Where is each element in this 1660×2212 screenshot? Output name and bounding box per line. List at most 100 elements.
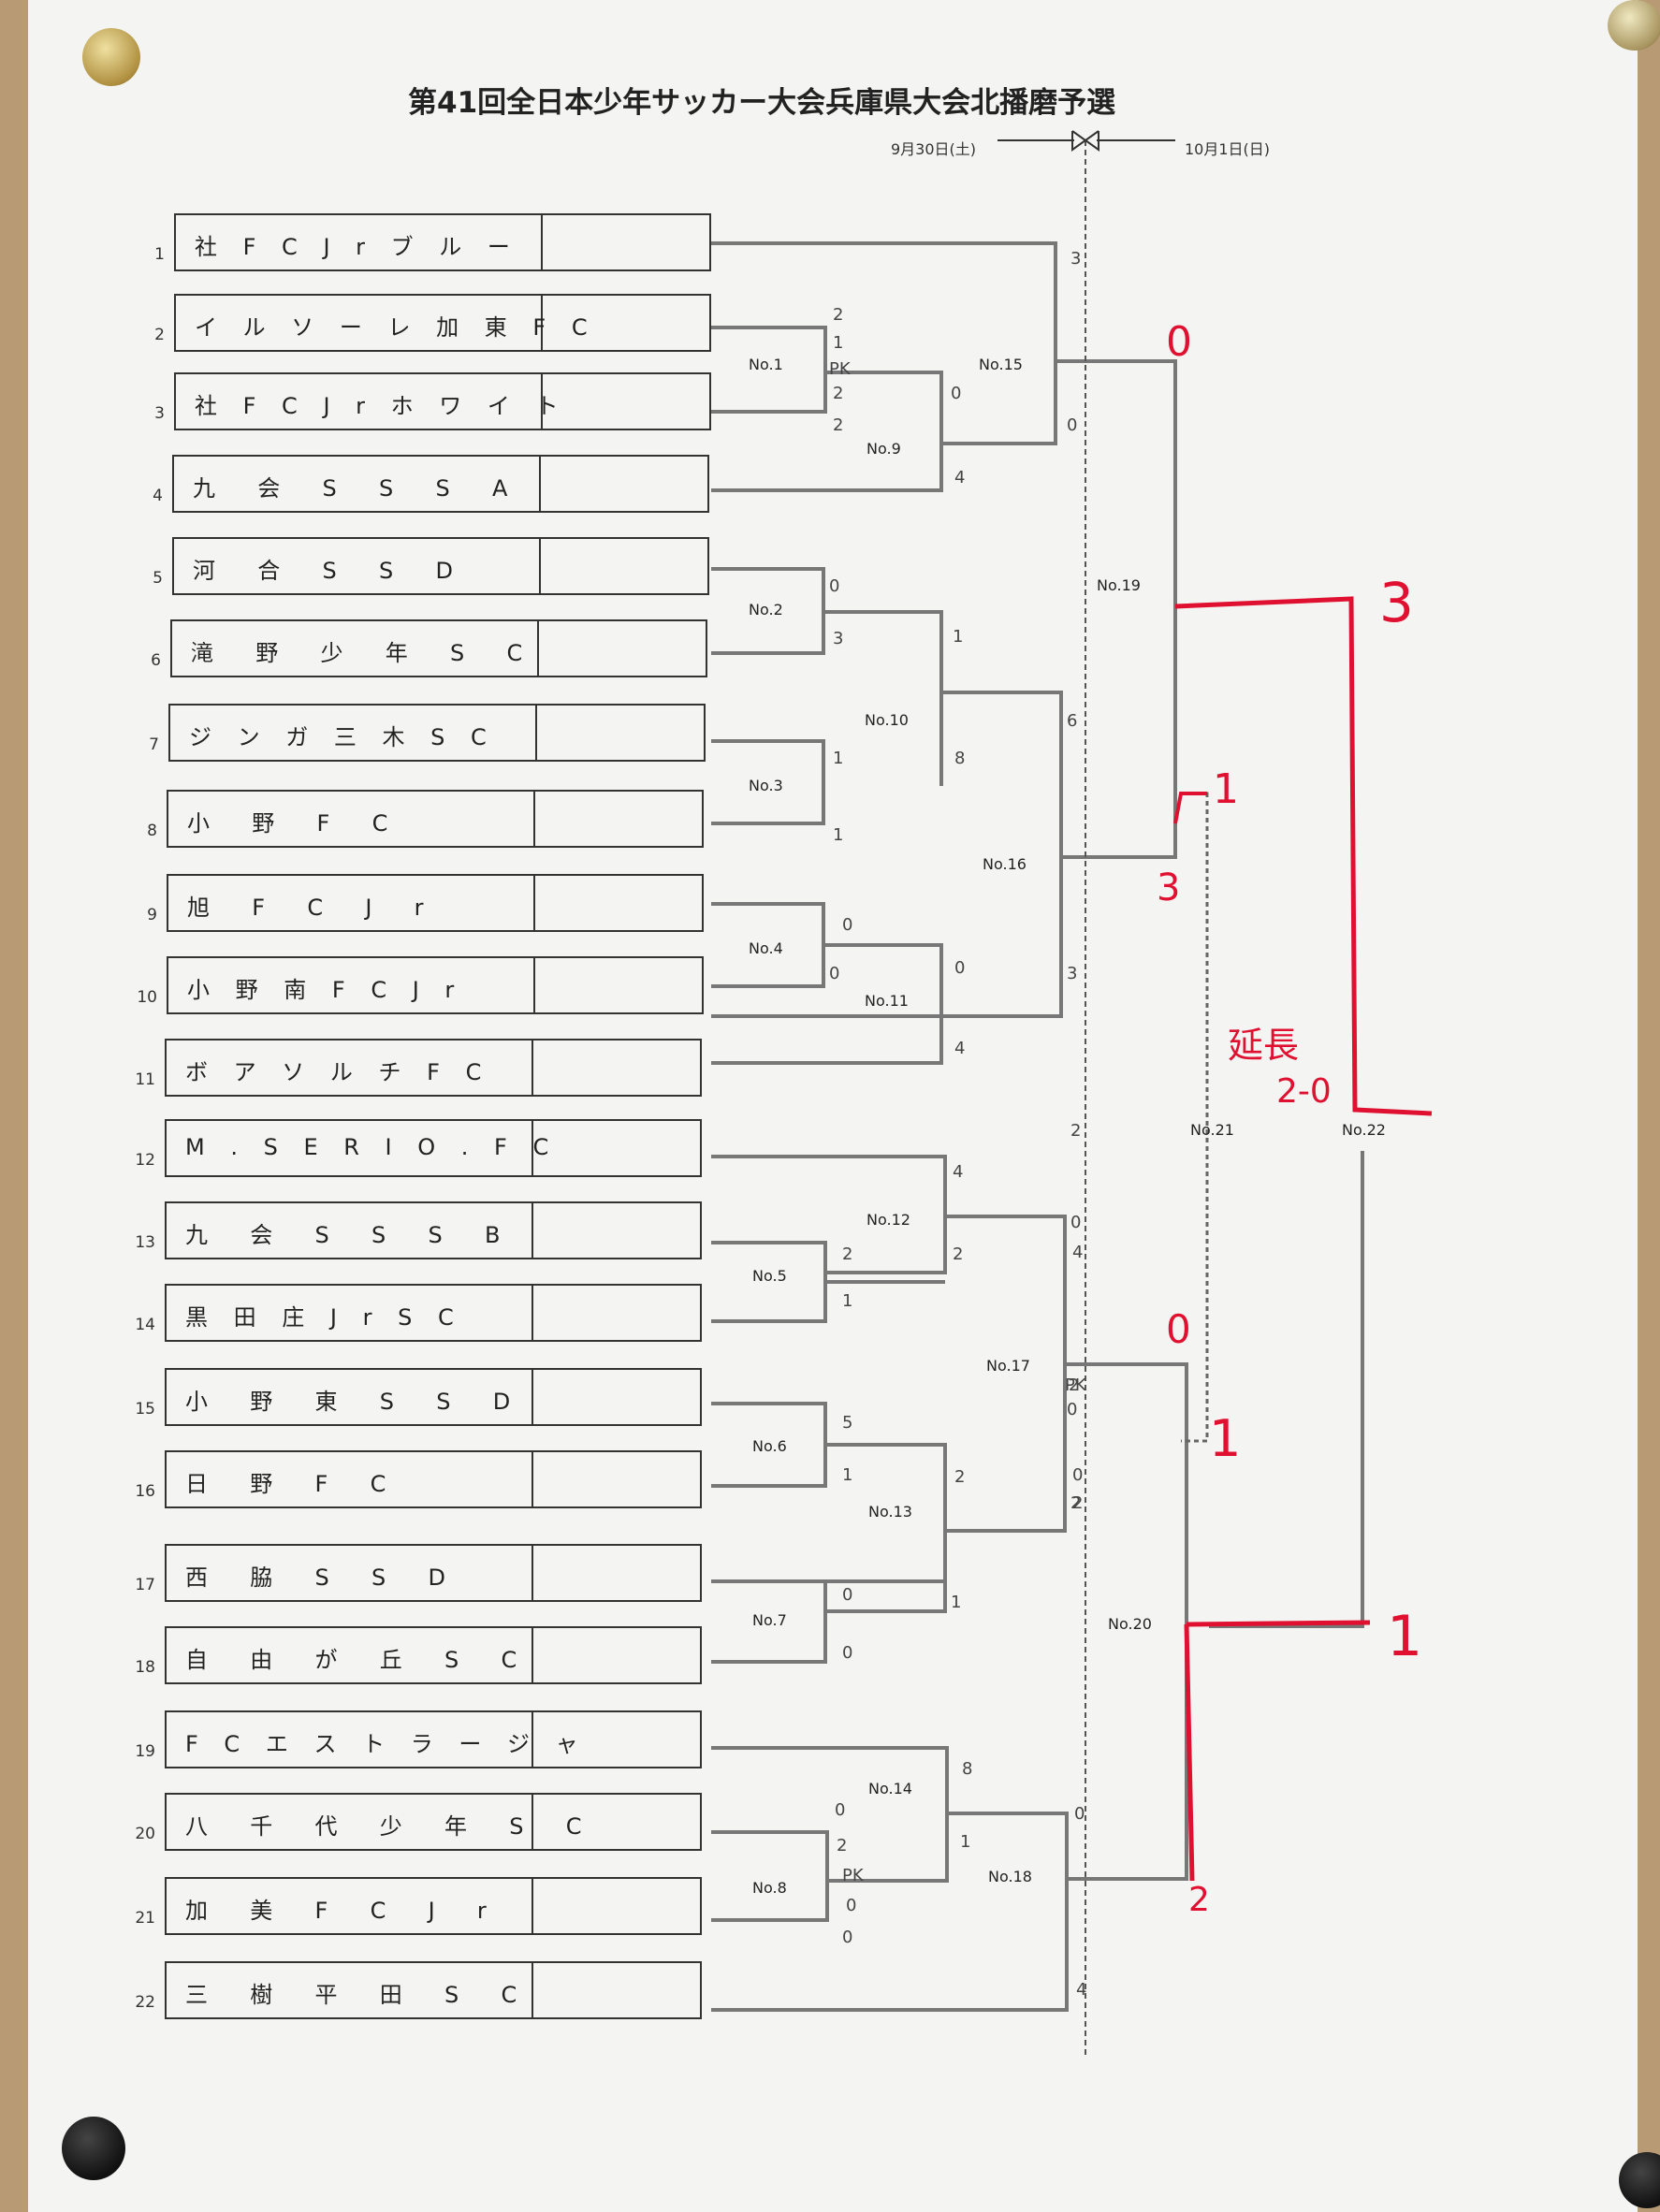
team-number: 6 bbox=[151, 651, 161, 670]
match-label: No.19 bbox=[1097, 576, 1141, 594]
date-day2: 10月1日(日) bbox=[1185, 140, 1271, 158]
team-number: 11 bbox=[135, 1070, 155, 1089]
score: 0 bbox=[954, 958, 966, 978]
bracket-line bbox=[711, 326, 827, 414]
score: 0 bbox=[1067, 415, 1078, 435]
match-label: No.16 bbox=[983, 855, 1027, 873]
team-number: 12 bbox=[135, 1151, 155, 1170]
handwritten-note: 1 bbox=[1213, 765, 1239, 813]
team-box-divider bbox=[531, 1041, 533, 1095]
score: 2 bbox=[833, 305, 844, 325]
team-box-divider bbox=[531, 1203, 533, 1258]
score: 0 bbox=[951, 384, 962, 403]
bracket-line bbox=[711, 241, 1057, 445]
team-box-divider bbox=[531, 1452, 533, 1506]
match-label: No.12 bbox=[866, 1211, 910, 1229]
match-label: No.10 bbox=[865, 711, 909, 729]
team-number: 17 bbox=[135, 1576, 155, 1594]
bracket-line bbox=[945, 1215, 1067, 1533]
bracket-line bbox=[1065, 1362, 1188, 1881]
team-box: 河 合 S S D bbox=[172, 537, 709, 595]
match-label: No.5 bbox=[752, 1267, 787, 1285]
match-label: No.11 bbox=[865, 992, 909, 1010]
team-name: 九 会 S S S B bbox=[185, 1222, 510, 1248]
score: 1 bbox=[842, 1465, 853, 1485]
red-winner-line bbox=[1184, 1623, 1195, 1882]
score: 8 bbox=[954, 749, 966, 768]
match-label: No.17 bbox=[986, 1357, 1030, 1375]
team-box-divider bbox=[531, 1963, 533, 2017]
bracket-line bbox=[1209, 1151, 1364, 1628]
pushpin-icon bbox=[82, 28, 140, 86]
team-box: 小 野 南 F C J r bbox=[167, 956, 704, 1014]
team-name: 小 野 F C bbox=[187, 810, 398, 837]
score: 0 bbox=[842, 915, 853, 935]
team-number: 5 bbox=[153, 569, 163, 588]
team-box-divider bbox=[531, 1286, 533, 1340]
team-name: 黒 田 庄 J r S C bbox=[185, 1304, 463, 1331]
sheet-title: 第41回全日本少年サッカー大会兵庫県大会北播磨予選 bbox=[408, 86, 1116, 120]
team-box-divider bbox=[531, 1546, 533, 1600]
team-number: 18 bbox=[135, 1658, 155, 1677]
arrow-left-icon bbox=[1071, 130, 1087, 152]
team-number: 21 bbox=[135, 1909, 155, 1928]
handwritten-note: 3 bbox=[1157, 866, 1181, 910]
score: PK bbox=[829, 359, 851, 379]
team-box: 自 由 が 丘 S C bbox=[165, 1626, 702, 1684]
team-number: 22 bbox=[135, 1993, 155, 2012]
bracket-line bbox=[825, 1157, 947, 1274]
date-day1: 9月30日(土) bbox=[891, 140, 977, 158]
team-number: 2 bbox=[154, 326, 165, 344]
team-box-divider bbox=[541, 296, 543, 350]
team-number: 9 bbox=[147, 906, 157, 924]
team-name: ジ ン ガ 三 木 S C bbox=[189, 724, 496, 750]
tournament-sheet bbox=[28, 0, 1660, 2212]
team-name: 日 野 F C bbox=[185, 1471, 396, 1497]
team-box: 黒 田 庄 J r S C bbox=[165, 1284, 702, 1342]
score: 1 bbox=[842, 1291, 853, 1311]
score: 0 bbox=[1072, 1465, 1084, 1485]
team-box-divider bbox=[533, 876, 535, 930]
team-box: F C エ ス ト ラ ー ジ ャ bbox=[165, 1710, 702, 1768]
team-name: 九 会 S S S A bbox=[193, 475, 517, 502]
score: 2 bbox=[1070, 1121, 1082, 1141]
handwritten-note: 2 bbox=[1188, 1881, 1210, 1919]
score: 4 bbox=[1072, 1243, 1084, 1262]
team-number: 15 bbox=[135, 1400, 155, 1419]
team-number: 4 bbox=[153, 487, 163, 505]
score: 1 bbox=[833, 749, 844, 768]
match-label: No.9 bbox=[866, 440, 901, 458]
team-box: 日 野 F C bbox=[165, 1450, 702, 1508]
bracket-line bbox=[825, 1443, 947, 1613]
match-label: No.13 bbox=[868, 1503, 912, 1521]
handwritten-note: 3 bbox=[1379, 571, 1414, 634]
match-label: No.4 bbox=[749, 939, 783, 957]
pushpin-icon bbox=[1608, 0, 1660, 51]
score: 4 bbox=[953, 1162, 964, 1182]
match-label: No.20 bbox=[1108, 1615, 1152, 1633]
bracket-line bbox=[711, 1155, 947, 1198]
team-box-divider bbox=[541, 374, 543, 429]
team-box: 三 樹 平 田 S C bbox=[165, 1961, 702, 2019]
team-name: 河 合 S S D bbox=[193, 558, 462, 584]
score: 1 bbox=[953, 627, 964, 647]
team-box: 九 会 S S S A bbox=[172, 455, 709, 513]
score: 2 bbox=[953, 1244, 964, 1264]
match-label: No.22 bbox=[1342, 1121, 1386, 1139]
team-number: 1 bbox=[154, 245, 165, 264]
score: 0 bbox=[1070, 1213, 1082, 1232]
team-number: 14 bbox=[135, 1316, 155, 1334]
team-name: 三 樹 平 田 S C bbox=[185, 1982, 527, 2008]
team-box: イ ル ソ ー レ 加 東 F C bbox=[174, 294, 711, 352]
team-name: イ ル ソ ー レ 加 東 F C bbox=[195, 314, 597, 341]
score: 0 bbox=[1067, 1400, 1078, 1419]
team-box-divider bbox=[531, 1712, 533, 1767]
team-number: 19 bbox=[135, 1742, 155, 1761]
team-name: M . S E R I O . F C bbox=[185, 1134, 559, 1160]
team-name: 八 千 代 少 年 S C bbox=[185, 1813, 591, 1840]
score: 4 bbox=[954, 1039, 966, 1058]
match-label: No.7 bbox=[752, 1611, 787, 1629]
handwritten-note: 0 bbox=[1166, 318, 1192, 366]
score: 2 bbox=[1072, 1493, 1084, 1513]
